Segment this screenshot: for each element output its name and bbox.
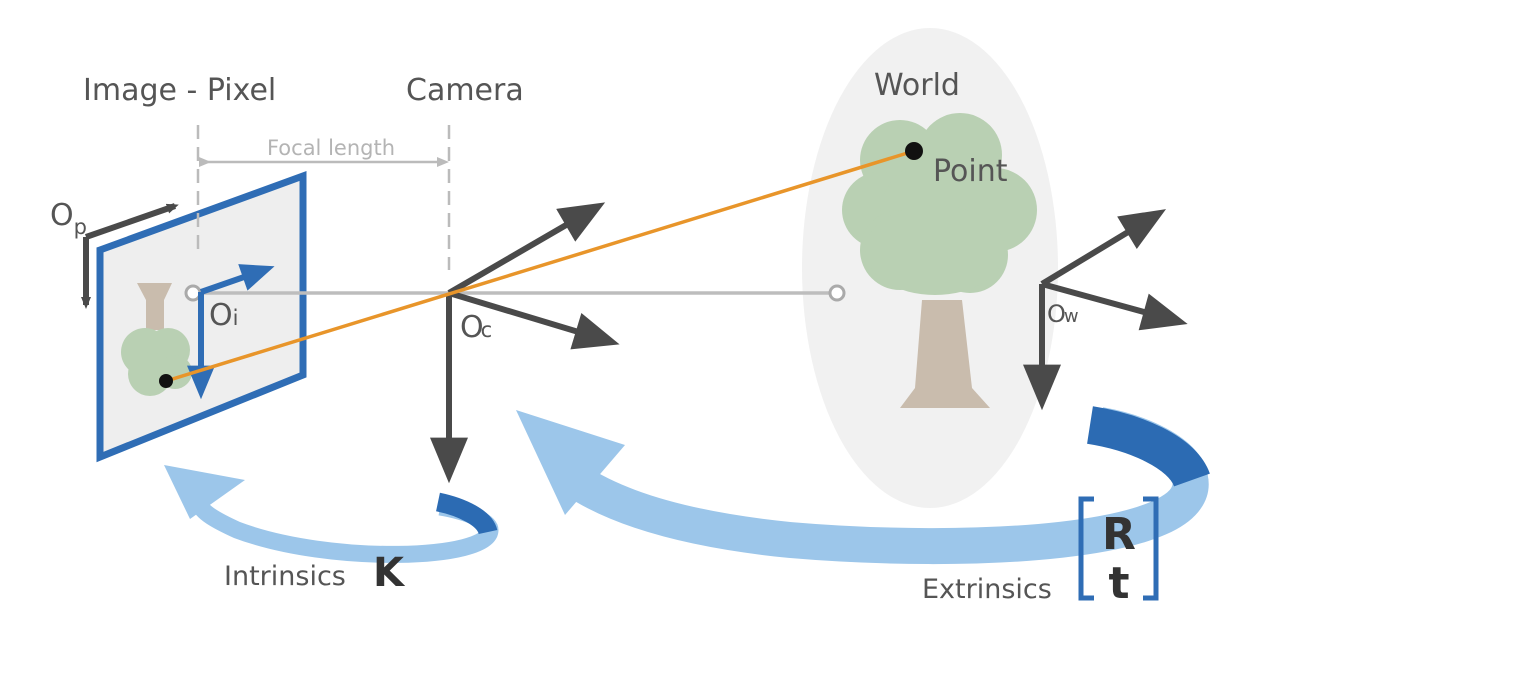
- extrinsics-t: t: [1108, 558, 1129, 609]
- intrinsics-arrow: [164, 465, 499, 563]
- extrinsics-bracket-left: [1078, 496, 1094, 601]
- pixel-origin-label: Op: [50, 198, 87, 239]
- world-label: World: [874, 68, 960, 103]
- world-origin-label: Ow: [1047, 300, 1079, 328]
- world-point-dot: [905, 142, 923, 160]
- principal-point-marker: [184, 284, 202, 302]
- image-origin-label: Oi: [209, 298, 238, 333]
- focal-length-label: Focal length: [267, 136, 395, 160]
- extrinsics-bracket-right: [1143, 496, 1159, 601]
- extrinsics-R: R: [1102, 509, 1136, 560]
- extrinsics-arrow: [516, 406, 1210, 565]
- point-label: Point: [933, 154, 1008, 189]
- camera-origin-label: Oc: [460, 310, 492, 345]
- world-origin-letter: O: [1047, 300, 1066, 328]
- optical-axis-end-marker: [828, 284, 846, 302]
- projection-ray: [165, 149, 915, 383]
- world-origin-subscript: w: [1064, 306, 1079, 327]
- image-pixel-label: Image - Pixel: [83, 73, 276, 108]
- image-origin-letter: O: [209, 298, 233, 333]
- extrinsics-label: Extrinsics: [922, 574, 1052, 605]
- intrinsics-symbol: K: [373, 550, 406, 596]
- image-point-dot: [159, 374, 173, 388]
- world-axes: [1023, 209, 1188, 411]
- image-origin-subscript: i: [233, 306, 239, 330]
- intrinsics-label: Intrinsics: [224, 561, 346, 592]
- projected-tree-icon: [121, 283, 192, 396]
- camera-origin-subscript: c: [481, 318, 493, 342]
- tree-icon: [842, 113, 1037, 408]
- camera-axes: [430, 202, 620, 484]
- pixel-axes: [81, 203, 179, 309]
- camera-origin-letter: O: [460, 310, 484, 345]
- camera-label: Camera: [406, 73, 524, 108]
- pixel-origin-subscript: p: [74, 215, 87, 239]
- pixel-origin-letter: O: [50, 198, 74, 233]
